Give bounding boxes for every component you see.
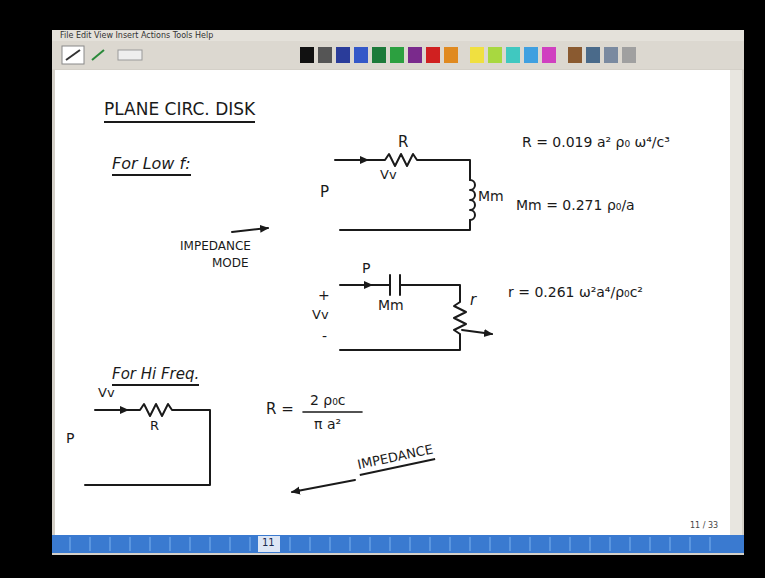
current-page [258, 536, 280, 552]
toolbar [52, 41, 744, 69]
inductor-symbol [470, 180, 475, 220]
formula: 2 ρ₀c [310, 392, 346, 408]
note: IMPEDANCE [180, 240, 251, 254]
page-heading: PLANE CIRC. DISK [104, 100, 255, 123]
component-label: R [150, 419, 159, 434]
page-number: 11 [262, 537, 275, 549]
mode-arrow [232, 228, 268, 232]
pen-tools [62, 46, 142, 64]
formula: R = 0.019 a² ρ₀ ω⁴/c³ [522, 134, 670, 150]
signal-label: P [362, 260, 370, 276]
signal-label: Vv [98, 386, 115, 401]
signal-label: Vv [380, 168, 397, 183]
menu-bar [52, 30, 744, 41]
app-window [52, 30, 744, 555]
formula: π a² [314, 416, 341, 432]
component-label: r [470, 292, 476, 309]
section-heading: For Low f: [112, 155, 191, 176]
menu-items: File Edit View Insert Actions Tools Help [60, 31, 213, 40]
color-palette [300, 47, 636, 63]
high-freq-circuit [85, 404, 210, 485]
scrollbar [730, 70, 742, 535]
component-label: Mm [478, 188, 504, 204]
capacitor-symbol [390, 275, 400, 295]
polarity-mark: + [318, 287, 330, 303]
formula: r = 0.261 ω²a⁴/ρ₀c² [508, 284, 643, 300]
signal-label: Vv [312, 308, 329, 323]
component-label: Mm [378, 297, 404, 313]
note: MODE [212, 257, 249, 271]
page-strip [52, 535, 744, 553]
formula: R = [266, 401, 294, 418]
page-counter: 11 / 33 [690, 521, 718, 530]
low-freq-circuit [335, 154, 475, 230]
signal-label: P [320, 184, 329, 201]
component-label: R [398, 134, 408, 151]
impedance-arrow [292, 480, 355, 492]
page-ticks [70, 537, 710, 551]
fraction-bar [303, 411, 362, 413]
page [55, 70, 730, 535]
section-heading: For Hi Freq. [112, 366, 199, 386]
signal-label: P [66, 430, 74, 446]
impedance-circuit [340, 275, 492, 350]
formula: Mm = 0.271 ρ₀/a [516, 197, 635, 213]
polarity-mark: - [322, 328, 327, 344]
